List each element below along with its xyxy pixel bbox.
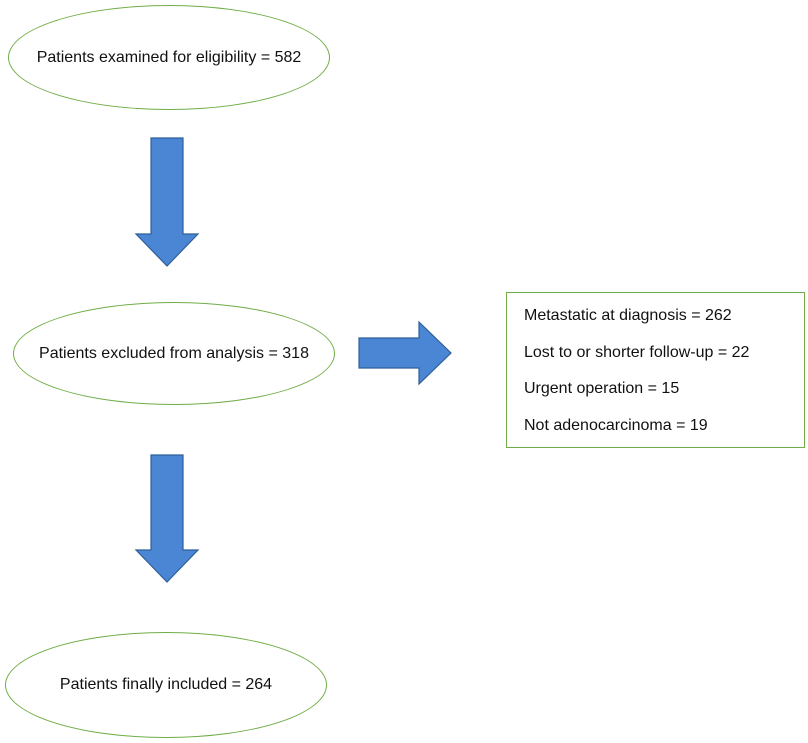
exclusion-reason: Urgent operation = 15 bbox=[524, 380, 680, 397]
included-label: Patients finally included = 264 bbox=[59, 676, 273, 693]
examined-node: Patients examined for eligibility = 582 bbox=[8, 5, 330, 110]
included-node: Patients finally included = 264 bbox=[5, 632, 327, 738]
right-arrow-icon bbox=[358, 320, 452, 386]
exclusion-reasons-box: Metastatic at diagnosis = 262 Lost to or… bbox=[506, 292, 805, 448]
exclusion-reason: Not adenocarcinoma = 19 bbox=[524, 417, 708, 434]
down-arrow-icon bbox=[134, 137, 200, 267]
exclusion-reason: Lost to or shorter follow-up = 22 bbox=[524, 344, 750, 361]
excluded-node: Patients excluded from analysis = 318 bbox=[13, 302, 335, 405]
examined-label: Patients examined for eligibility = 582 bbox=[36, 48, 302, 66]
excluded-label: Patients excluded from analysis = 318 bbox=[39, 344, 309, 362]
down-arrow-icon bbox=[134, 454, 200, 583]
exclusion-reason: Metastatic at diagnosis = 262 bbox=[524, 307, 732, 324]
